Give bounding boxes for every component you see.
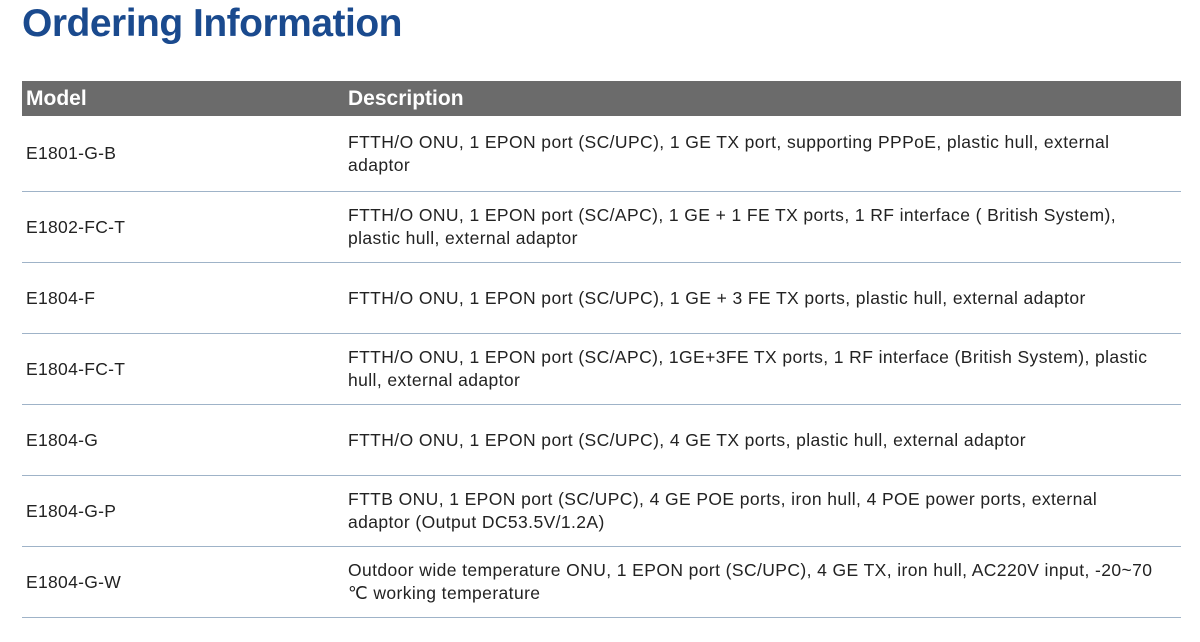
description-cell: Outdoor wide temperature ONU, 1 EPON por… [348, 560, 1153, 603]
model-cell: E1802-FC-T [26, 216, 126, 237]
model-cell: E1801-G-B [26, 143, 117, 163]
ordering-table: Model Description E1801-G-B FTTH/O ONU, 1… [22, 81, 1181, 618]
description-cell: FTTH/O ONU, 1 EPON port (SC/UPC), 4 GE T… [348, 429, 1027, 450]
description-cell: FTTH/O ONU, 1 EPON port (SC/UPC), 1 GE +… [348, 287, 1086, 308]
description-cell: FTTH/O ONU, 1 EPON port (SC/APC), 1GE+3F… [348, 347, 1148, 390]
model-cell: E1804-F [26, 287, 96, 308]
page-title: Ordering Information [22, 2, 403, 45]
table-row: E1804-FC-T FTTH/O ONU, 1 EPON port (SC/AP… [22, 334, 1181, 405]
header-model: Model [26, 86, 87, 110]
table-row: E1804-G-W Outdoor wide temperature ONU, 1… [22, 547, 1181, 618]
model-cell: E1804-FC-T [26, 358, 126, 379]
table-row: E1804-G-P FTTB ONU, 1 EPON port (SC/UPC),… [22, 476, 1181, 547]
model-cell: E1804-G-P [26, 500, 117, 521]
model-cell: E1804-G [26, 429, 99, 450]
table-row: E1804-G FTTH/O ONU, 1 EPON port (SC/UPC),… [22, 405, 1181, 476]
table-row: E1804-F FTTH/O ONU, 1 EPON port (SC/UPC),… [22, 263, 1181, 334]
table-row: E1801-G-B FTTH/O ONU, 1 EPON port (SC/UPC… [22, 116, 1181, 192]
description-cell: FTTB ONU, 1 EPON port (SC/UPC), 4 GE POE… [348, 489, 1098, 532]
table-header: Model Description [22, 81, 1181, 116]
model-cell: E1804-G-W [26, 571, 122, 592]
description-cell: FTTH/O ONU, 1 EPON port (SC/APC), 1 GE +… [348, 205, 1117, 248]
description-cell: FTTH/O ONU, 1 EPON port (SC/UPC), 1 GE T… [348, 131, 1110, 175]
header-description: Description [348, 86, 464, 110]
table-row: E1802-FC-T FTTH/O ONU, 1 EPON port (SC/AP… [22, 192, 1181, 263]
